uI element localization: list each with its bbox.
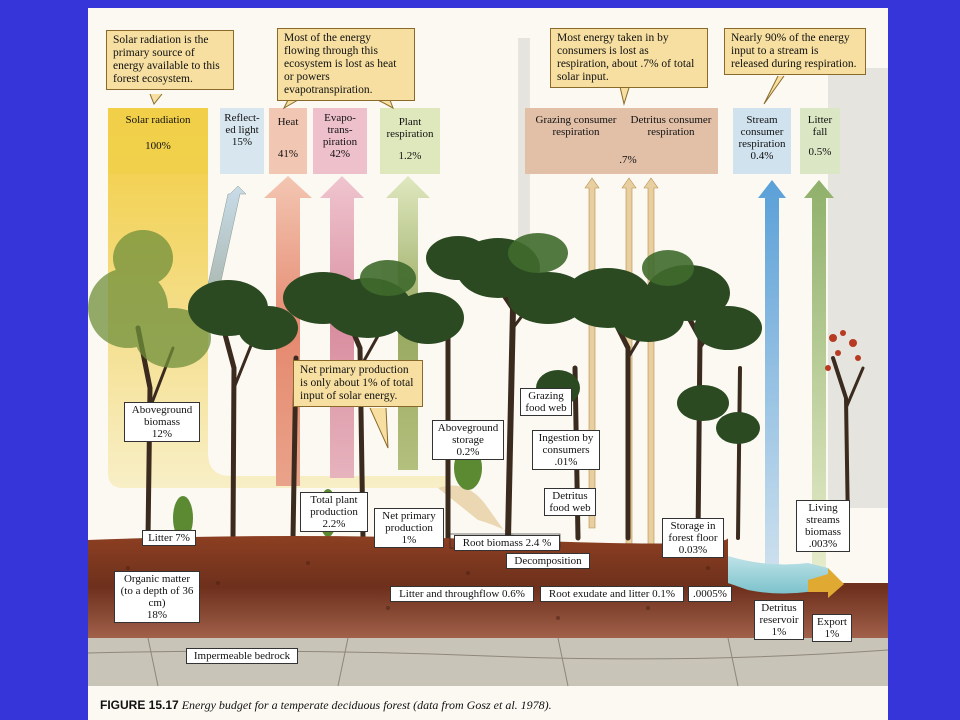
evapo-header-fill: [313, 108, 367, 174]
solar-header-fill: [108, 108, 208, 174]
root-biomass-box: Root biomass 2.4 %: [454, 535, 560, 551]
plant-respiration-label: Plant respiration 1.2%: [386, 116, 434, 162]
decomposition-box: Decomposition: [506, 553, 590, 569]
plant-resp-header-fill: [380, 108, 440, 174]
litter-throughflow-box: Litter and throughflow 0.6%: [390, 586, 534, 602]
detritus-reservoir-box: Detritus reservoir 1%: [754, 600, 804, 640]
evapotranspiration-label: Evapo-trans-piration 42%: [322, 112, 358, 160]
stream-resp-header-fill: [733, 108, 791, 174]
export-box: Export 1%: [812, 614, 852, 642]
callout-net-primary: Net primary production is only about 1% …: [293, 360, 423, 407]
storage-forest-floor-box: Storage in forest floor 0.03%: [662, 518, 724, 558]
callout-solar: Solar radiation is the primary source of…: [106, 30, 234, 90]
tree-canopies: [88, 230, 861, 444]
heat-label: Heat 41%: [277, 116, 299, 160]
litter-fall-arrow: [804, 180, 834, 568]
organic-matter-box: Organic matter (to a depth of 36 cm) 18%: [114, 571, 200, 623]
consumer-resp-header-fill: [525, 108, 718, 174]
detritus-food-web-box: Detritus food web: [544, 488, 596, 516]
total-plant-production-box: Total plant production 2.2%: [300, 492, 368, 532]
stream-consumer-respiration-label: Stream consumer respiration 0.4%: [738, 114, 786, 162]
figure-number: FIGURE 15.17: [100, 698, 179, 712]
net-primary-production-box: Net primary production 1%: [374, 508, 444, 548]
ingestion-box: Ingestion by consumers .01%: [532, 430, 600, 470]
callout-pointers: [149, 75, 785, 449]
litter-fall-header-fill: [800, 108, 840, 174]
figure-caption: FIGURE 15.17 Energy budget for a tempera…: [100, 698, 552, 713]
figure-page: Solar radiation is the primary source of…: [88, 8, 888, 720]
litter-fall-label: Litter fall 0.5%: [807, 114, 833, 158]
detritus-consumer-respiration-label: Detritus consumer respiration: [630, 114, 712, 138]
reflected-header-fill: [220, 108, 264, 174]
stream-water: [728, 556, 828, 594]
aboveground-storage-box: Aboveground storage 0.2%: [432, 420, 504, 460]
bedrock-label: Impermeable bedrock: [186, 648, 298, 664]
small-flow-value: .0005%: [688, 586, 732, 602]
callout-stream: Nearly 90% of the energy input to a stre…: [724, 28, 866, 75]
figure-caption-text: Energy budget for a temperate deciduous …: [181, 698, 552, 712]
heat-header-fill: [269, 108, 307, 174]
callout-heat: Most of the energy flowing through this …: [277, 28, 415, 101]
root-exudate-box: Root exudate and litter 0.1%: [540, 586, 684, 602]
aboveground-biomass-box: Aboveground biomass 12%: [124, 402, 200, 442]
solar-radiation-column: [108, 108, 448, 488]
living-streams-biomass-box: Living streams biomass .003%: [796, 500, 850, 552]
consumer-respiration-value: .7%: [619, 154, 637, 166]
solar-radiation-label: Solar radiation 100%: [125, 114, 191, 152]
grazing-food-web-box: Grazing food web: [520, 388, 572, 416]
reflected-light-label: Reflect-ed light 15%: [224, 112, 260, 148]
stream-respiration-arrow: [758, 180, 786, 576]
litter-box: Litter 7%: [142, 530, 196, 546]
grazing-consumer-respiration-label: Grazing consumer respiration: [535, 114, 617, 138]
callout-consumers: Most energy taken in by consumers is los…: [550, 28, 708, 88]
export-arrow: [808, 568, 844, 598]
reflected-light-arrow: [203, 185, 247, 305]
